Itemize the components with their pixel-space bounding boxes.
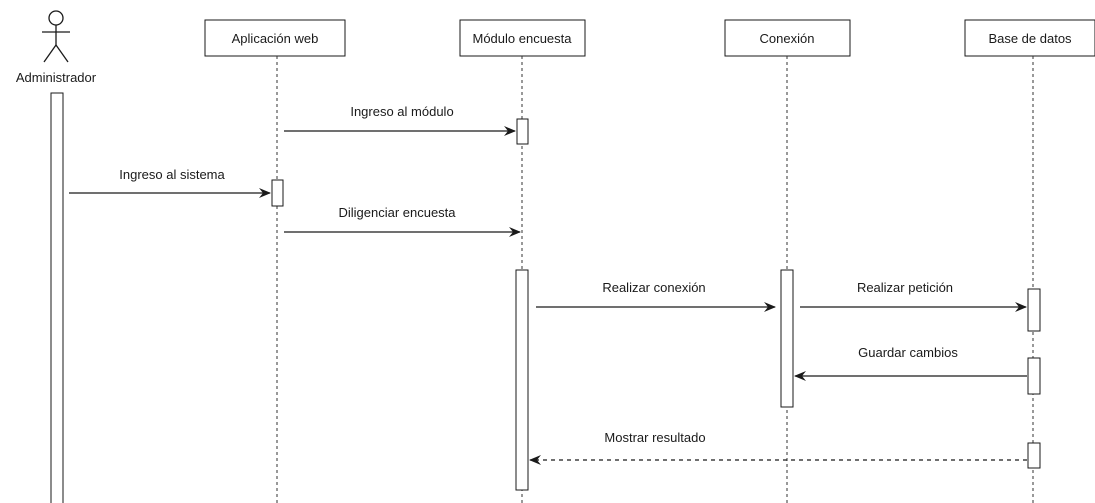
message-realizar-peticion: Realizar petición <box>800 280 1027 312</box>
activation-bar <box>780 269 794 408</box>
participant-label: Módulo encuesta <box>472 31 572 46</box>
message-diligenciar-encuesta: Diligenciar encuesta <box>284 205 521 237</box>
activation-bar <box>1027 288 1041 332</box>
message-label: Guardar cambios <box>858 345 958 360</box>
stick-figure-icon <box>42 10 70 63</box>
message-label: Mostrar resultado <box>604 430 705 445</box>
participant-aplicacion-web: Aplicación web <box>204 19 346 503</box>
participant-box <box>204 19 346 57</box>
message-ingreso-al-sistema: Ingreso al sistema <box>69 167 271 198</box>
participant-box <box>459 19 586 57</box>
activation-bar <box>1027 357 1041 395</box>
participant-modulo-encuesta: Módulo encuesta <box>459 19 586 503</box>
message-label: Ingreso al módulo <box>350 104 453 119</box>
participant-box <box>724 19 851 57</box>
actor-administrador: Administrador <box>16 10 97 503</box>
actor-activation-bar <box>50 92 64 503</box>
participant-conexion: Conexión <box>724 19 851 503</box>
activation-bar <box>516 118 529 145</box>
message-ingreso-al-modulo: Ingreso al módulo <box>284 104 516 136</box>
message-label: Realizar conexión <box>602 280 705 295</box>
activation-bar <box>1027 442 1041 469</box>
participant-label: Aplicación web <box>232 31 319 46</box>
message-mostrar-resultado: Mostrar resultado <box>529 430 1027 465</box>
actor-label: Administrador <box>16 70 97 85</box>
activation-bar <box>515 269 529 491</box>
message-label: Diligenciar encuesta <box>338 205 456 220</box>
message-label: Ingreso al sistema <box>119 167 225 182</box>
participant-base-de-datos: Base de datos <box>964 19 1095 503</box>
participant-label: Conexión <box>760 31 815 46</box>
activation-bar <box>271 179 284 207</box>
participant-box <box>964 19 1095 57</box>
participant-label: Base de datos <box>988 31 1072 46</box>
message-guardar-cambios: Guardar cambios <box>794 345 1027 381</box>
message-label: Realizar petición <box>857 280 953 295</box>
message-realizar-conexion: Realizar conexión <box>536 280 776 312</box>
